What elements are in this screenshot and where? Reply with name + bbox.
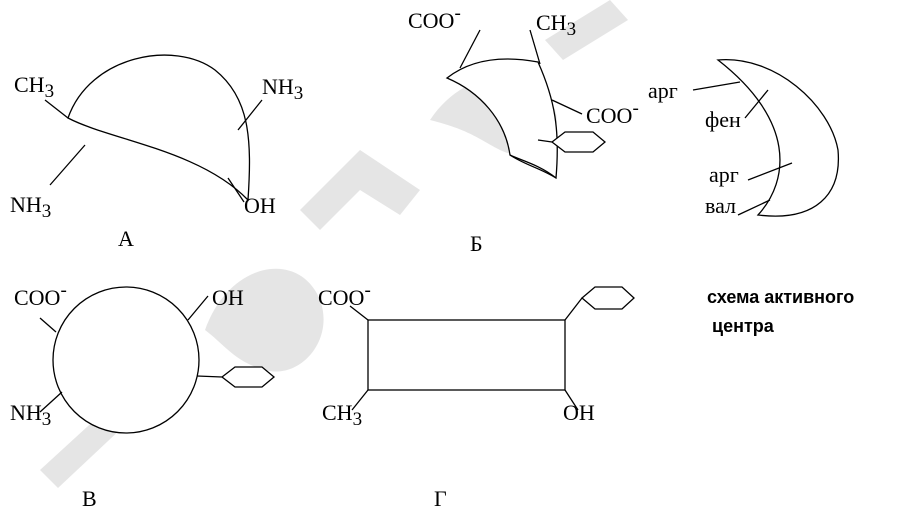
g-ch3-label: CH3	[322, 400, 362, 430]
active-site-label-line2: центра	[712, 316, 775, 336]
v-coo-label: COO-	[14, 280, 67, 310]
caption-a: А	[118, 226, 134, 251]
active-site: арг фен арг вал	[648, 59, 840, 218]
substrate-a-semicircle	[67, 54, 251, 202]
active-site-residue-2: фен	[705, 107, 741, 132]
g-coo-label: COO-	[318, 280, 371, 310]
caption-g: Г	[434, 486, 447, 511]
active-site-residue-3: арг	[709, 162, 739, 187]
active-site-label-line1: схема активного	[707, 287, 854, 307]
active-site-crescent	[716, 59, 840, 217]
g-oh-label: OH	[563, 400, 595, 425]
b-benzene-ring-icon	[550, 131, 607, 153]
v-benzene-ring-icon	[220, 366, 276, 388]
a-oh-label: OH	[244, 193, 276, 218]
active-site-residue-1: арг	[648, 78, 678, 103]
b-ch3-label: CH3	[536, 10, 576, 40]
a-ch3-label: CH3	[14, 72, 54, 102]
v-oh-label: OH	[212, 285, 244, 310]
figure-v: COO- OH NH3 В	[10, 280, 276, 511]
v-nh3-label: NH3	[10, 400, 51, 430]
substrate-v-circle	[52, 286, 200, 434]
a-nh3-right-label: NH3	[262, 74, 303, 104]
b-coo-right-label: COO-	[586, 98, 639, 128]
substrate-g-rectangle	[367, 319, 566, 391]
a-nh3-left-label: NH3	[10, 192, 51, 222]
figure-g: COO- CH3 OH Г	[318, 280, 635, 511]
b-coo-top-label: COO-	[408, 3, 461, 33]
figure-a: CH3 NH3 NH3 OH А	[10, 54, 303, 251]
figure-b: COO- CH3 COO- Б	[408, 3, 639, 256]
g-benzene-ring-icon	[580, 286, 635, 310]
active-site-residue-4: вал	[705, 193, 736, 218]
caption-v: В	[82, 486, 97, 511]
caption-b: Б	[470, 231, 483, 256]
